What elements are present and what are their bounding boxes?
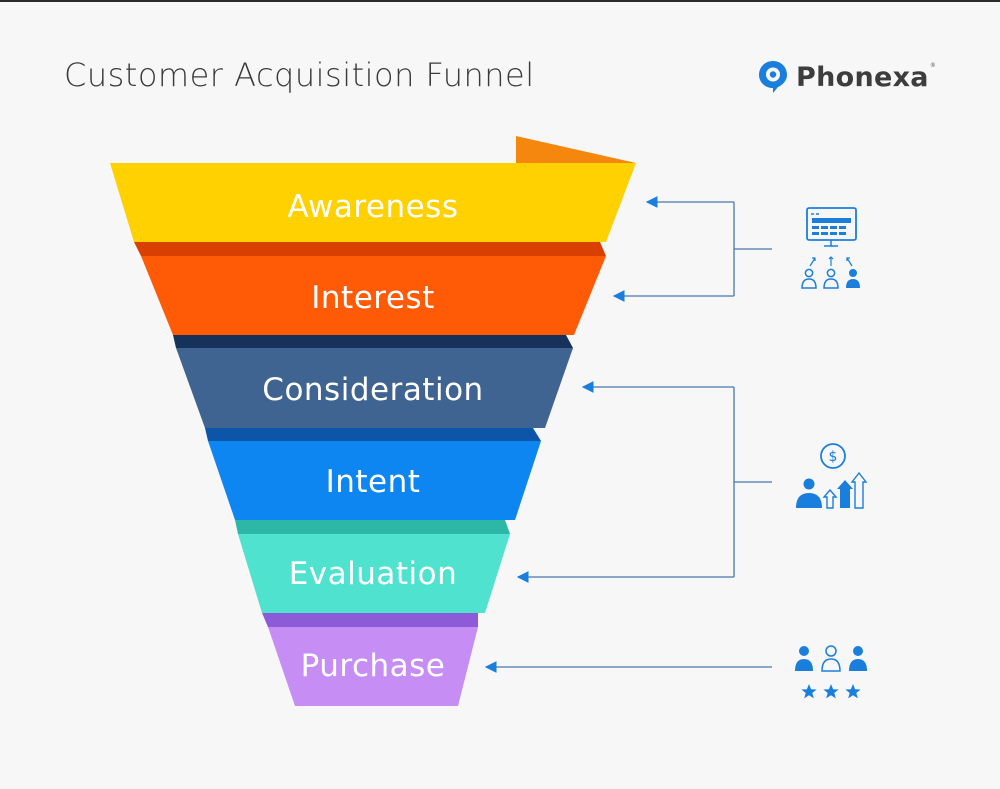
purchase-fold bbox=[262, 613, 478, 627]
consideration-label: Consideration bbox=[262, 372, 483, 408]
dashboard-audience-icon bbox=[801, 207, 860, 289]
consideration-band bbox=[176, 348, 573, 428]
intent-label: Intent bbox=[326, 464, 421, 500]
interest-fold bbox=[134, 242, 606, 256]
stage-consideration: Consideration bbox=[176, 348, 573, 428]
stage-purchase: Purchase bbox=[268, 627, 478, 706]
purchase-label: Purchase bbox=[301, 648, 446, 684]
connector-consideration-evaluation bbox=[516, 381, 772, 583]
intent-band bbox=[208, 441, 541, 520]
brand-name: Phonexa® bbox=[796, 61, 937, 93]
interest-band bbox=[141, 256, 606, 335]
customer-rating-icon bbox=[795, 645, 867, 699]
evaluation-label: Evaluation bbox=[289, 556, 458, 592]
awareness-label: Awareness bbox=[288, 189, 459, 225]
star-icon bbox=[845, 684, 861, 699]
svg-text:$: $ bbox=[829, 449, 838, 465]
purchase-band bbox=[268, 627, 478, 706]
evaluation-fold bbox=[235, 520, 510, 534]
stage-intent: Intent bbox=[208, 441, 541, 520]
star-icon bbox=[801, 684, 817, 699]
awareness-fold-tab bbox=[516, 136, 636, 163]
stage-interest: Interest bbox=[141, 256, 606, 335]
star-icon bbox=[823, 684, 839, 699]
intent-fold bbox=[205, 428, 541, 441]
stage-awareness: Awareness bbox=[110, 163, 636, 242]
page-title: Customer Acquisition Funnel bbox=[64, 56, 535, 94]
evaluation-band bbox=[238, 534, 510, 613]
consideration-fold bbox=[173, 335, 573, 348]
top-border bbox=[0, 0, 1000, 2]
awareness-band bbox=[110, 163, 636, 242]
customer-growth-icon: $ bbox=[796, 443, 868, 509]
brand-logo: Phonexa® bbox=[758, 57, 936, 97]
connector-awareness-interest bbox=[612, 196, 772, 302]
location-pin-logo-icon bbox=[759, 61, 787, 93]
stage-evaluation: Evaluation bbox=[238, 534, 510, 613]
interest-label: Interest bbox=[311, 280, 434, 316]
